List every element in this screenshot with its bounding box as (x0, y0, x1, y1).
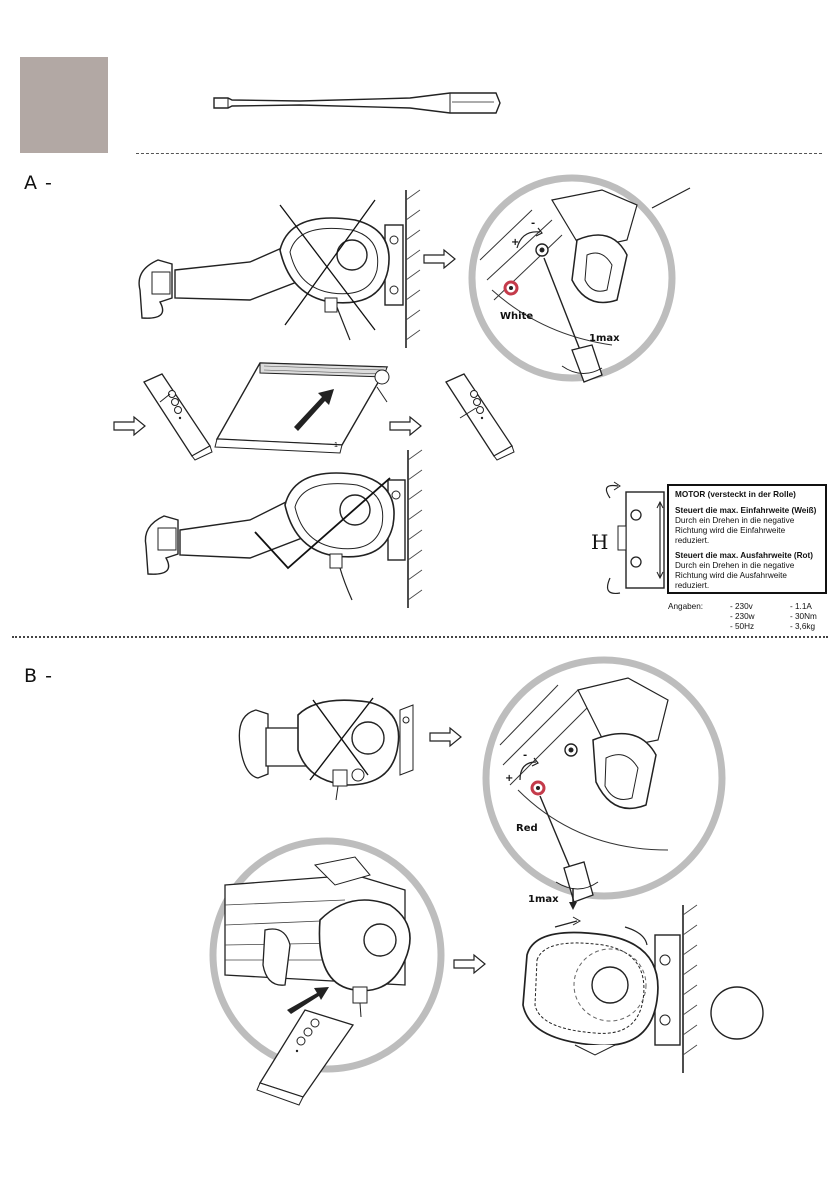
tool-swatch (20, 57, 108, 153)
white-label: White (500, 311, 534, 322)
motor-info-box: MOTOR (versteckt in der Rolle) Steuert d… (667, 484, 827, 594)
detail-circle-remote (209, 837, 445, 1106)
motor-box-title: MOTOR (versteckt in der Rolle) (675, 490, 796, 499)
motor-box-text-1: Durch ein Drehen in die negative Richtun… (675, 516, 795, 545)
spec-col2-2: - 3,6kg (790, 622, 816, 631)
motor-box-heading-1: Steuert die max. Einfahrweite (Weiß) (675, 506, 817, 515)
arrow-right-a3 (389, 415, 422, 437)
motor-housing-crossed (238, 697, 414, 801)
detail-circle-white (468, 174, 691, 383)
max-label-a: 1max (589, 333, 620, 344)
arrow-right-b1 (429, 726, 462, 748)
section-divider (12, 636, 828, 638)
empty-circle-marker (710, 986, 764, 1040)
plus-label-a: + (511, 237, 520, 248)
spec-col1-1: - 230w (730, 612, 755, 621)
spec-col1-2: - 50Hz (730, 622, 755, 631)
minus-label-a: - (531, 218, 536, 229)
max-label-b: 1max (528, 894, 559, 905)
remote-control-down (445, 373, 515, 461)
motor-housing-rotation (522, 904, 698, 1073)
awning-arm-checked (144, 449, 423, 608)
step-a-label: A - (24, 172, 53, 194)
red-label: Red (516, 823, 538, 834)
spec-col2-0: - 1.1A (790, 602, 812, 611)
remote-control-up (143, 373, 213, 461)
plus-label-b: + (505, 773, 514, 784)
arrow-right-a2 (113, 415, 146, 437)
minus-label-b: - (523, 750, 528, 761)
motor-box-heading-2: Steuert die max. Ausfahrweite (Rot) (675, 551, 813, 560)
detail-circle-red (482, 656, 726, 910)
motor-box-text-2: Durch ein Drehen in die negative Richtun… (675, 561, 795, 590)
header-divider (136, 153, 822, 154)
motor-end-diagram (605, 481, 665, 595)
awning-arm-crossed (138, 189, 421, 348)
h-mark: H (591, 530, 609, 554)
spec-col2-1: - 30Nm (790, 612, 817, 621)
step-b-label: B - (24, 665, 53, 687)
roller-mark: 1 (334, 442, 338, 449)
arrow-right-b2 (453, 953, 486, 975)
arrow-right-a1 (423, 248, 456, 270)
awning-roller-retract (214, 362, 390, 454)
spec-col1-0: - 230v (730, 602, 753, 611)
specs-label: Angaben: (668, 602, 704, 611)
hex-key-tool (213, 92, 501, 114)
